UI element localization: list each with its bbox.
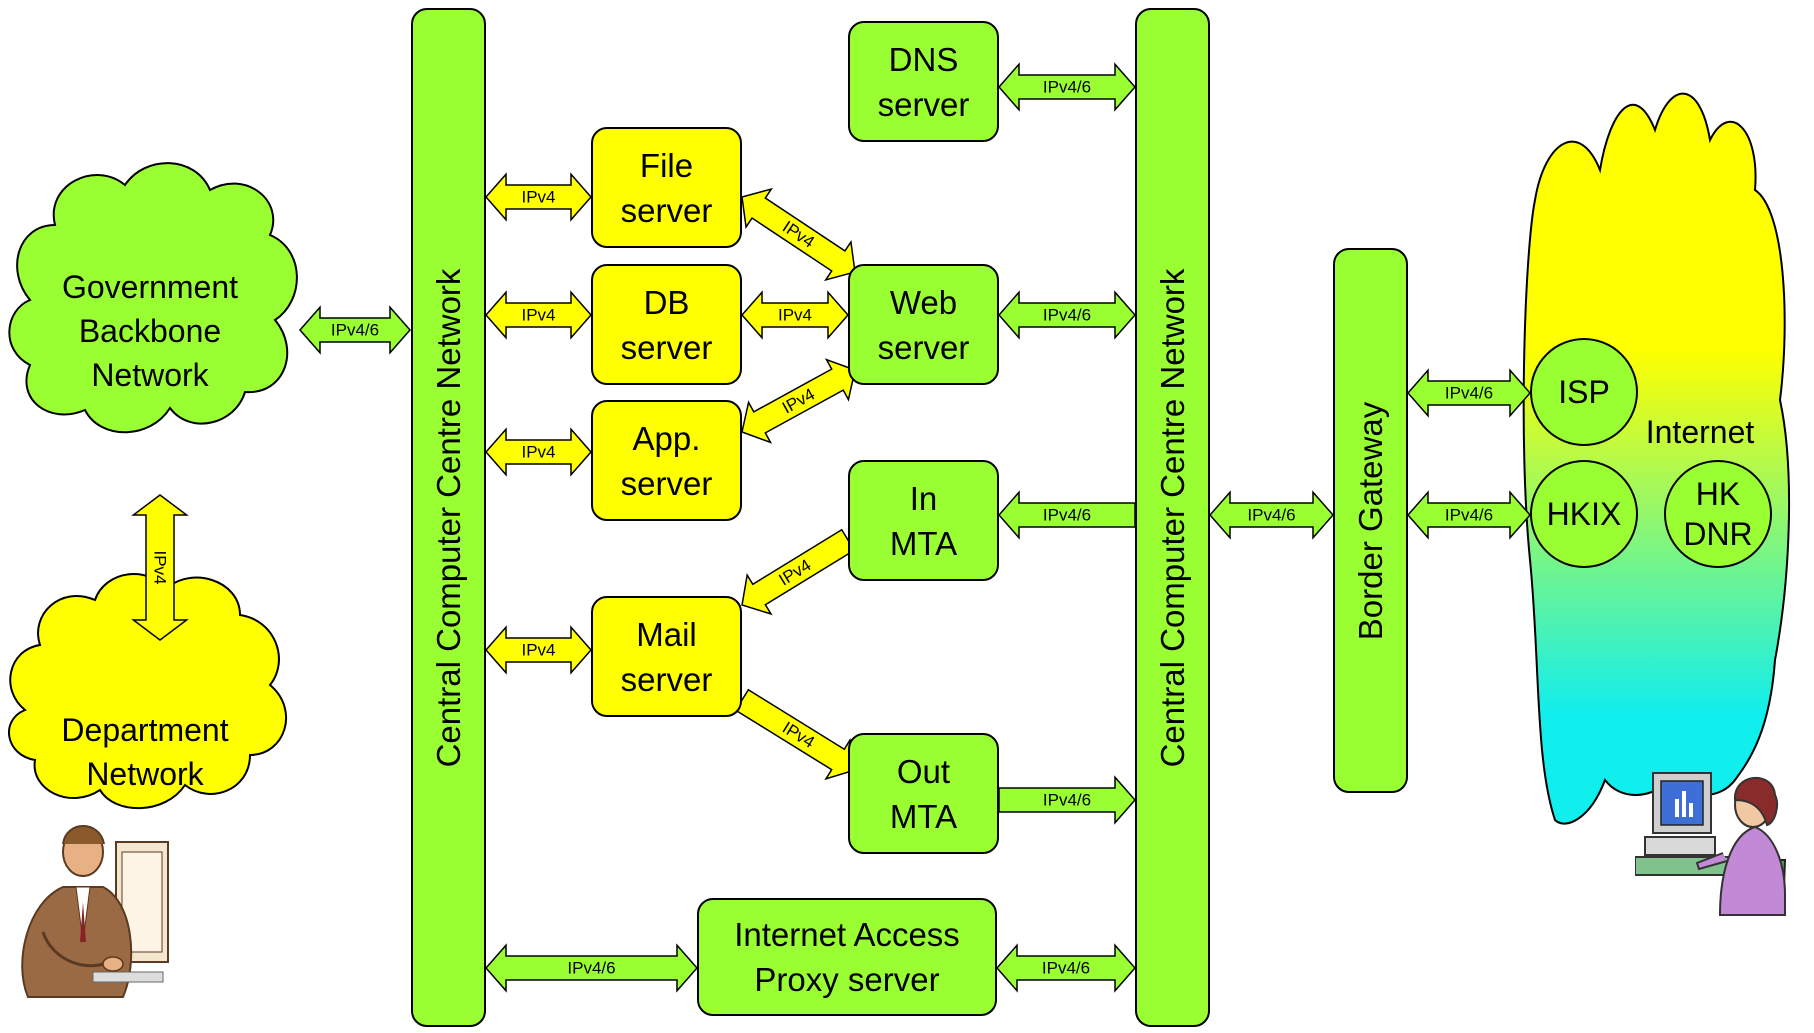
ccn-left-bar: Central Computer Centre Network <box>411 8 486 1027</box>
ccn-left-label: Central Computer Centre Network <box>429 268 467 767</box>
web-server: Web server <box>848 264 999 385</box>
in-mta: In MTA <box>848 460 999 581</box>
arrow-shape <box>998 490 1136 540</box>
arrow-ccn-inmta: IPv4/6 <box>998 490 1136 540</box>
mail-server: Mail server <box>591 596 742 717</box>
arrow-proxy-ccn: IPv4/6 <box>996 943 1136 993</box>
arrow-border-hkix: IPv4/6 <box>1407 490 1531 540</box>
arrow-label: IPv4/6 <box>1247 506 1295 525</box>
arrow-outmta-ccn: IPv4/6 <box>998 775 1136 825</box>
department-network-label: Department Network <box>61 712 229 792</box>
arrow-label: IPv4 <box>778 306 812 325</box>
isp-node: ISP <box>1530 338 1638 446</box>
internet-access-proxy-server: Internet Access Proxy server <box>697 898 997 1016</box>
ccn-right-bar: Central Computer Centre Network <box>1135 8 1210 1027</box>
department-network-cloud <box>8 573 287 810</box>
connection-arrows: IPv4/6IPv4IPv4IPv4IPv4IPv4IPv4/6IPv4IPv4… <box>131 62 1531 993</box>
db-server: DB server <box>591 264 742 385</box>
computer-user-clipart-icon <box>1635 772 1787 916</box>
border-gateway-bar: Border Gateway <box>1333 248 1408 793</box>
hkix-node: HKIX <box>1530 460 1638 568</box>
arrow-gov-dept: IPv4 <box>131 494 189 641</box>
arrow-border-isp: IPv4/6 <box>1407 368 1531 418</box>
arrow-shape <box>741 528 856 616</box>
app-server: App. server <box>591 400 742 521</box>
arrow-ccn-mail: IPv4 <box>485 625 592 675</box>
border-gateway-label: Border Gateway <box>1351 401 1389 640</box>
arrow-ccn-proxy: IPv4/6 <box>485 943 698 993</box>
arrow-label: IPv4 <box>521 306 555 325</box>
arrow-label: IPv4/6 <box>567 959 615 978</box>
dns-server: DNS server <box>848 21 999 142</box>
arrow-label: IPv4/6 <box>1043 791 1091 810</box>
arrow-label: IPv4 <box>151 550 170 584</box>
internet-cloud <box>1522 92 1791 825</box>
arrow-label: IPv4/6 <box>1445 384 1493 403</box>
arrow-db-web: IPv4 <box>741 290 849 340</box>
arrow-shape <box>734 688 856 781</box>
arrow-label: IPv4/6 <box>331 321 379 340</box>
arrow-label: IPv4/6 <box>1043 306 1091 325</box>
arrow-shape <box>131 494 189 641</box>
government-backbone-label: Government Backbone Network <box>61 269 239 393</box>
arrow-shape <box>998 775 1136 825</box>
arrow-ccn-border: IPv4/6 <box>1209 490 1334 540</box>
arrow-label: IPv4 <box>521 443 555 462</box>
arrow-dns-ccn: IPv4/6 <box>998 62 1136 112</box>
arrow-file-web: IPv4 <box>741 187 856 282</box>
arrow-gov-ccn: IPv4/6 <box>299 305 411 355</box>
hk-dnr-node: HK DNR <box>1664 460 1772 568</box>
arrow-label: IPv4 <box>521 188 555 207</box>
office-worker-clipart-icon <box>21 825 169 998</box>
arrow-label: IPv4/6 <box>1043 506 1091 525</box>
arrow-ccn-file: IPv4 <box>485 172 592 222</box>
arrow-label: IPv4 <box>521 641 555 660</box>
out-mta: Out MTA <box>848 733 999 854</box>
arrow-shape <box>299 305 411 355</box>
ccn-right-label: Central Computer Centre Network <box>1153 268 1191 767</box>
internet-label: Internet <box>1645 414 1755 450</box>
government-backbone-cloud <box>8 162 298 434</box>
arrow-inmta-mail: IPv4 <box>741 528 856 616</box>
arrow-label: IPv4/6 <box>1043 78 1091 97</box>
arrow-label: IPv4/6 <box>1042 959 1090 978</box>
arrow-app-web: IPv4 <box>741 358 856 444</box>
file-server: File server <box>591 127 742 248</box>
arrow-mail-outmta: IPv4 <box>734 688 856 781</box>
arrow-label: IPv4/6 <box>1445 506 1493 525</box>
arrow-web-ccn: IPv4/6 <box>998 290 1136 340</box>
arrow-ccn-db: IPv4 <box>485 290 592 340</box>
arrow-ccn-app: IPv4 <box>485 427 592 477</box>
